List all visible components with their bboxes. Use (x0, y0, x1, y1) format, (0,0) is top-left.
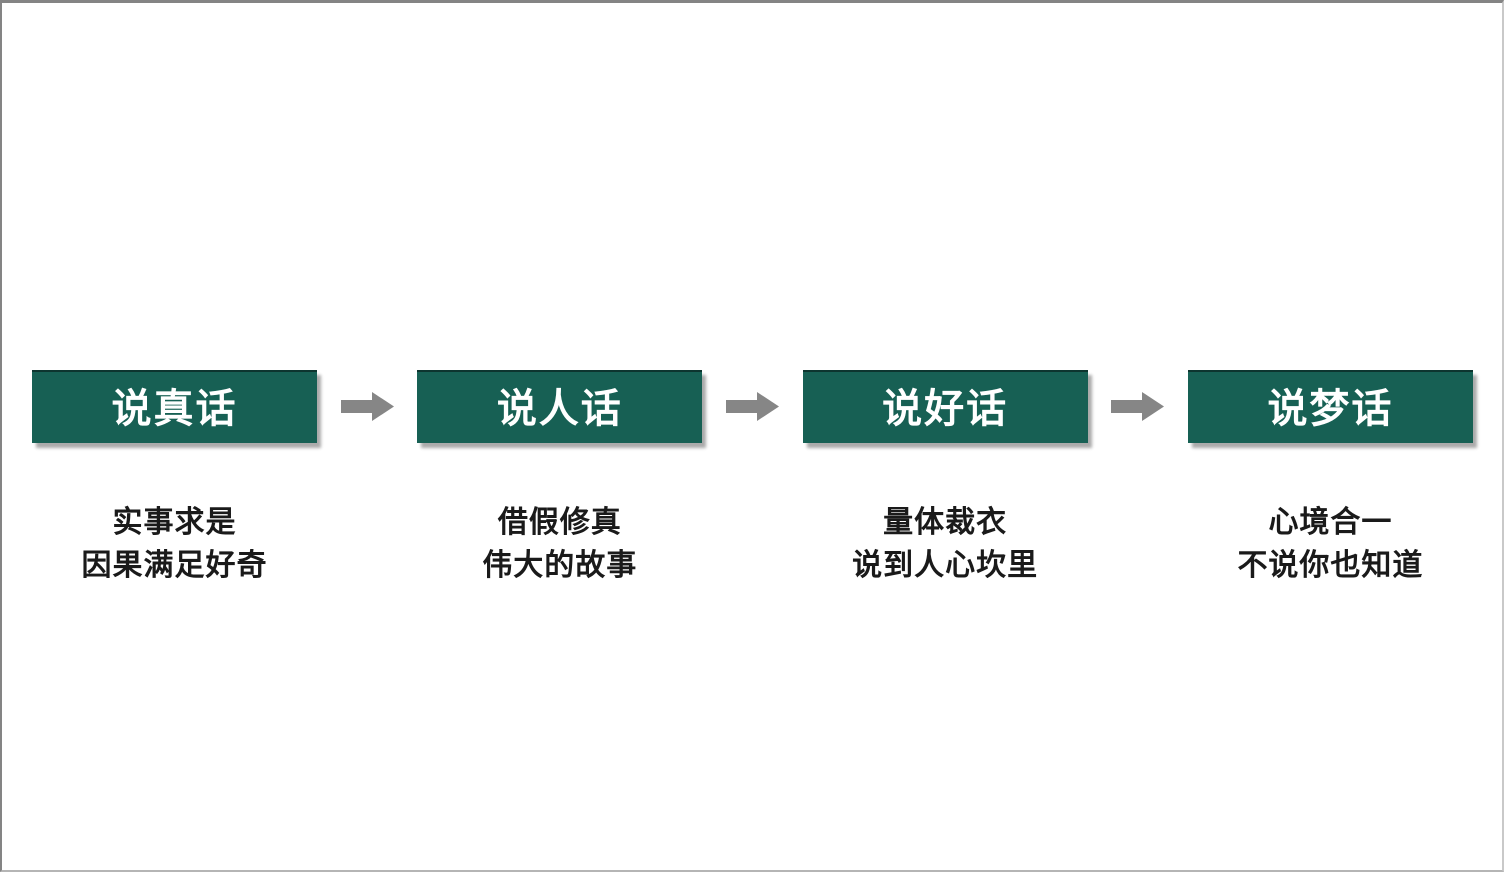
right-arrow-icon (340, 392, 394, 421)
stage-title: 说梦话 (1267, 385, 1394, 431)
stage-description-line: 心境合一 (1268, 506, 1393, 539)
stage-description: 借假修真 伟大的故事 (482, 501, 637, 587)
stage-3: 说好话 量体裁衣 说到人心坎里 (802, 370, 1088, 587)
stage-description-line: 不说你也知道 (1237, 549, 1424, 582)
stage-box-1: 说真话 (32, 370, 317, 443)
stage-title: 说好话 (882, 385, 1009, 431)
stage-description-line: 说到人心坎里 (852, 549, 1039, 582)
flow-diagram: 说真话 实事求是 因果满足好奇 说人话 借假修真 伟大的故事 (32, 370, 1473, 587)
stage-box-4: 说梦话 (1187, 370, 1473, 443)
right-arrow-icon (1111, 392, 1165, 421)
stage-box-2: 说人话 (417, 370, 703, 443)
right-arrow-icon (725, 392, 779, 421)
stage-2: 说人话 借假修真 伟大的故事 (417, 370, 703, 587)
stage-description: 心境合一 不说你也知道 (1237, 501, 1423, 587)
stage-title: 说真话 (111, 385, 238, 431)
stage-description-line: 借假修真 (497, 506, 622, 539)
stage-1: 说真话 实事求是 因果满足好奇 (32, 370, 317, 587)
stage-description-line: 因果满足好奇 (81, 549, 268, 582)
stage-4: 说梦话 心境合一 不说你也知道 (1187, 370, 1473, 587)
stage-description: 实事求是 因果满足好奇 (82, 501, 268, 587)
stage-title: 说人话 (496, 385, 623, 431)
stage-description-line: 实事求是 (112, 506, 237, 539)
stage-description-line: 伟大的故事 (482, 549, 638, 582)
stage-description-line: 量体裁衣 (883, 506, 1008, 539)
stage-description: 量体裁衣 说到人心坎里 (852, 501, 1038, 587)
stage-box-3: 说好话 (802, 370, 1088, 443)
